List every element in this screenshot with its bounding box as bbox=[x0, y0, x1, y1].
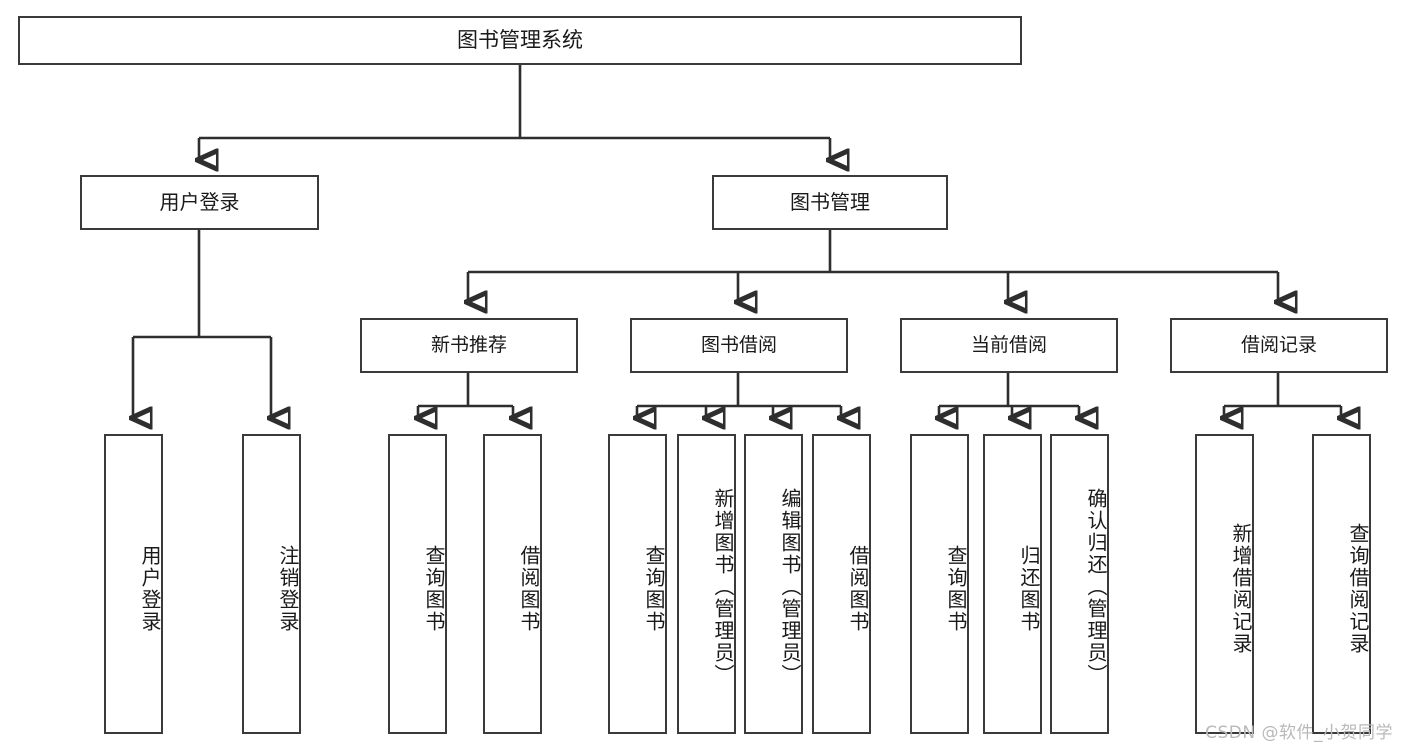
leaf-recommend-query-book[interactable]: 查询图书 bbox=[388, 434, 447, 734]
leaf-label: 借阅图书 bbox=[846, 545, 870, 633]
leaf-label: 确认归还（管理员） bbox=[1084, 488, 1108, 686]
leaf-user-login-login[interactable]: 用户登录 bbox=[104, 434, 163, 734]
leaf-label: 查询图书 bbox=[642, 545, 666, 633]
leaf-borrow-edit-book-admin[interactable]: 编辑图书（管理员） bbox=[744, 434, 803, 734]
node-new-book-recommend-label: 新书推荐 bbox=[430, 334, 507, 357]
node-user-login-label: 用户登录 bbox=[159, 189, 240, 214]
node-book-management-label: 图书管理 bbox=[790, 189, 870, 214]
leaf-user-login-logout[interactable]: 注销登录 bbox=[242, 434, 301, 734]
node-root[interactable]: 图书管理系统 bbox=[18, 16, 1022, 65]
node-borrow-record[interactable]: 借阅记录 bbox=[1170, 318, 1388, 373]
leaf-label: 查询图书 bbox=[422, 545, 446, 633]
node-current-borrow-label: 当前借阅 bbox=[970, 334, 1047, 357]
leaf-label: 新增借阅记录 bbox=[1229, 523, 1253, 655]
leaf-current-confirm-return-admin[interactable]: 确认归还（管理员） bbox=[1050, 434, 1109, 734]
node-book-management[interactable]: 图书管理 bbox=[712, 175, 948, 230]
leaf-label: 归还图书 bbox=[1017, 545, 1041, 633]
node-current-borrow[interactable]: 当前借阅 bbox=[900, 318, 1118, 373]
leaf-label: 新增图书（管理员） bbox=[711, 488, 735, 686]
leaf-borrow-add-book-admin[interactable]: 新增图书（管理员） bbox=[677, 434, 736, 734]
leaf-current-query-book[interactable]: 查询图书 bbox=[910, 434, 969, 734]
leaf-label: 查询借阅记录 bbox=[1346, 523, 1370, 655]
node-book-borrow-label: 图书借阅 bbox=[700, 334, 777, 357]
leaf-label: 查询图书 bbox=[944, 545, 968, 633]
leaf-record-query-record[interactable]: 查询借阅记录 bbox=[1312, 434, 1371, 734]
leaf-label: 用户登录 bbox=[138, 545, 162, 633]
node-borrow-record-label: 借阅记录 bbox=[1240, 334, 1317, 357]
leaf-label: 编辑图书（管理员） bbox=[778, 488, 802, 686]
watermark: CSDN @软件_小贺同学 bbox=[1205, 723, 1393, 743]
leaf-current-return-book[interactable]: 归还图书 bbox=[983, 434, 1042, 734]
leaf-label: 注销登录 bbox=[276, 545, 300, 633]
node-root-label: 图书管理系统 bbox=[457, 28, 583, 53]
node-user-login[interactable]: 用户登录 bbox=[80, 175, 319, 230]
node-book-borrow[interactable]: 图书借阅 bbox=[630, 318, 848, 373]
leaf-borrow-query-book[interactable]: 查询图书 bbox=[608, 434, 667, 734]
node-new-book-recommend[interactable]: 新书推荐 bbox=[360, 318, 578, 373]
leaf-label: 借阅图书 bbox=[517, 545, 541, 633]
leaf-recommend-borrow-book[interactable]: 借阅图书 bbox=[483, 434, 542, 734]
leaf-borrow-borrow-book[interactable]: 借阅图书 bbox=[812, 434, 871, 734]
leaf-record-add-record[interactable]: 新增借阅记录 bbox=[1195, 434, 1254, 734]
